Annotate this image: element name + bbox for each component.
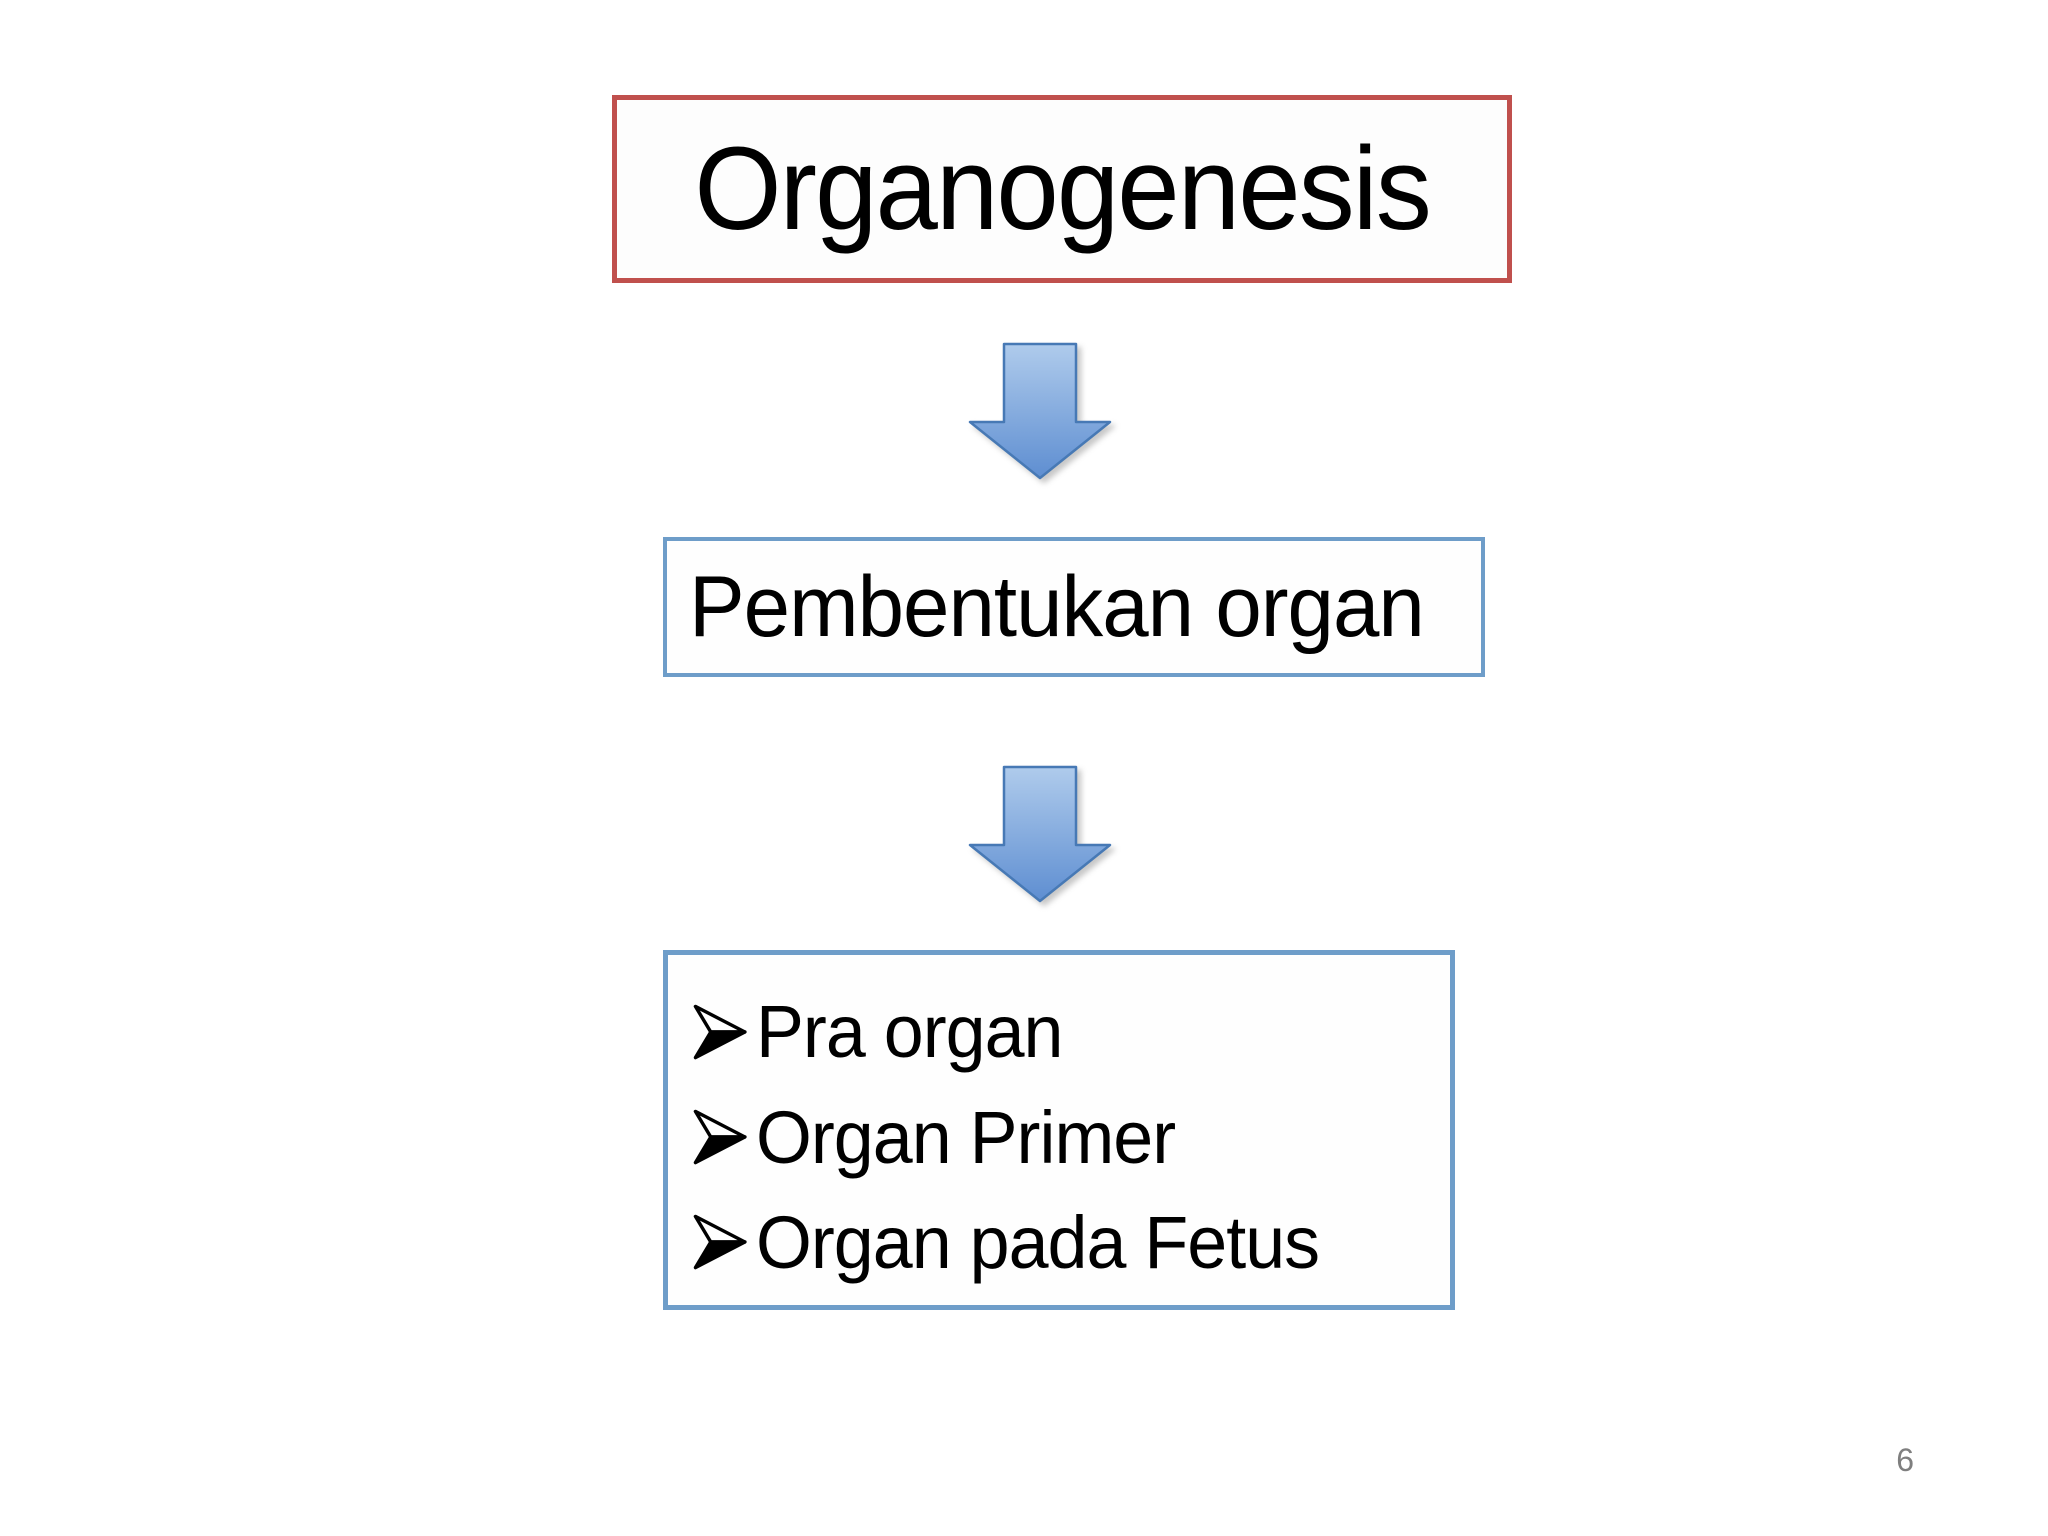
bullet-item-label: Pra organ: [756, 990, 1063, 1074]
arrow-bullet-icon: [692, 1108, 750, 1166]
arrow-bullet-icon: [692, 1003, 750, 1061]
bullet-item-label: Organ Primer: [756, 1095, 1176, 1179]
bullet-item: Pra organ: [692, 989, 1430, 1074]
bullet-list-box: Pra organ Organ Primer Organ pada Fetus: [663, 950, 1455, 1310]
title-box: Organogenesis: [612, 95, 1512, 283]
slide-title: Organogenesis: [694, 123, 1431, 255]
bullet-item-label: Organ pada Fetus: [756, 1200, 1320, 1284]
subtitle-box: Pembentukan organ: [663, 537, 1485, 677]
bullet-item: Organ pada Fetus: [692, 1200, 1430, 1285]
down-arrow-icon: [968, 342, 1112, 480]
page-number: 6: [1896, 1442, 1914, 1478]
down-arrow-icon: [968, 765, 1112, 903]
subtitle-text: Pembentukan organ: [689, 558, 1425, 655]
bullet-item: Organ Primer: [692, 1095, 1430, 1180]
arrow-bullet-icon: [692, 1213, 750, 1271]
